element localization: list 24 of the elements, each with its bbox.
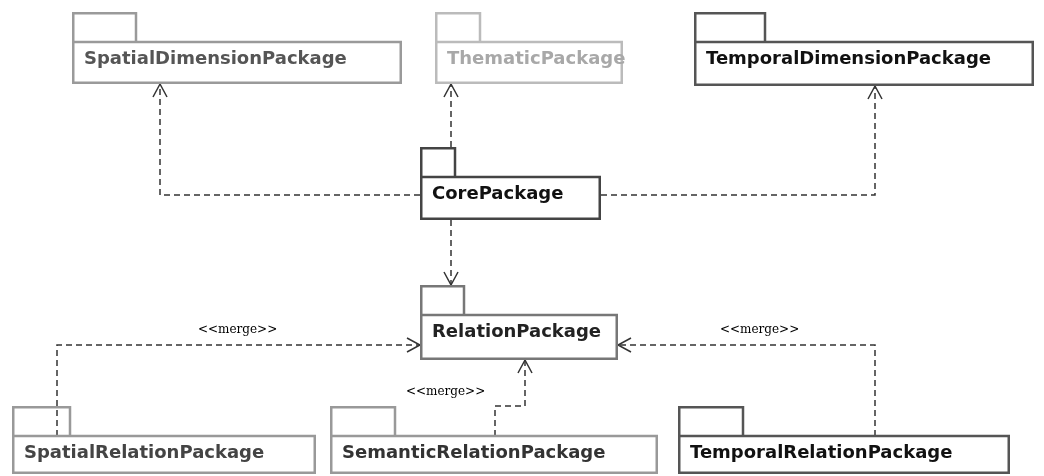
edge-label: <<merge>> (404, 384, 488, 398)
dependency-arrow (443, 83, 459, 148)
uml-package (330, 406, 658, 474)
edge-label: <<merge>> (718, 322, 802, 336)
package-name: CorePackage (432, 182, 564, 203)
uml-package (72, 12, 402, 84)
uml-package (420, 147, 601, 220)
package-name: TemporalRelationPackage (690, 441, 953, 462)
uml-package (420, 285, 618, 360)
package-name: RelationPackage (432, 320, 602, 341)
package-name: SpatialRelationPackage (24, 441, 265, 462)
uml-package (678, 406, 1010, 474)
package-name: SemanticRelationPackage (342, 441, 606, 462)
package-name: SpatialDimensionPackage (84, 47, 347, 68)
dependency-arrow (56, 337, 421, 437)
uml-package (694, 12, 1034, 86)
dependency-arrow (494, 359, 533, 437)
package-name: TemporalDimensionPackage (706, 47, 991, 68)
dependency-arrow (443, 219, 459, 286)
edge-label: <<merge>> (196, 322, 280, 336)
uml-package (12, 406, 316, 474)
dependency-arrow (600, 85, 883, 196)
dependency-arrow (152, 83, 421, 196)
dependency-arrow (617, 337, 876, 437)
